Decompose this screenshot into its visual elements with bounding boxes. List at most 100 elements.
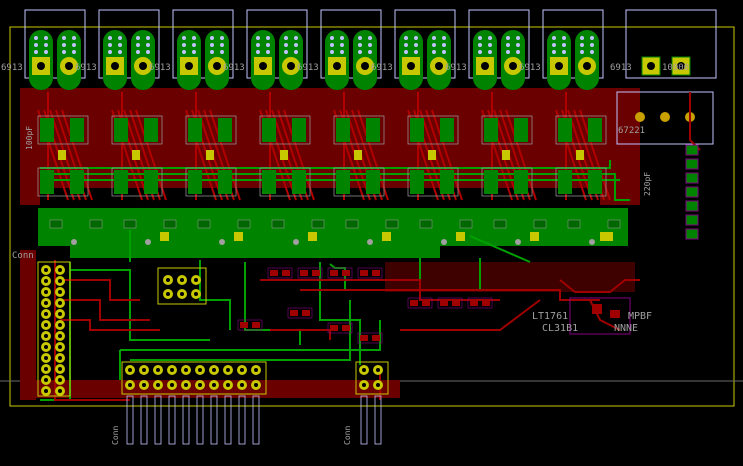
connector-hole (488, 50, 492, 54)
header-drill (362, 368, 366, 372)
connector-outline (394, 9, 456, 79)
pin-body (126, 395, 134, 445)
front-trace (283, 109, 315, 201)
connector-hole (340, 36, 344, 40)
zone-smd-pad (197, 219, 211, 229)
smd-pad (360, 335, 368, 341)
bottom-pin-header[interactable] (121, 361, 267, 445)
connector-hole (210, 43, 214, 47)
testpoint-pad[interactable] (382, 232, 391, 241)
resistor-pad (685, 228, 699, 240)
component-silk (555, 115, 607, 145)
capacitor-pad (262, 170, 276, 194)
connector-outline (246, 9, 308, 79)
connector-outline (98, 9, 160, 79)
zone-smd-pad (385, 219, 399, 229)
connector-drill (361, 62, 369, 70)
connector-hole (442, 36, 446, 40)
header-drill (362, 383, 366, 387)
header-drill (376, 368, 380, 372)
testpoint-pad[interactable] (160, 232, 169, 241)
testpoint-pad[interactable] (308, 232, 317, 241)
header-drill (142, 383, 146, 387)
connector-hole (294, 50, 298, 54)
smd-pad (372, 270, 380, 276)
capacitor-pad (336, 118, 350, 142)
pin-body (154, 395, 162, 445)
header-drill (58, 301, 62, 305)
testpoint-pad[interactable] (456, 232, 465, 241)
smd-pad (482, 300, 490, 306)
connector-hole (580, 50, 584, 54)
connector-ref: 6913 (1, 63, 23, 73)
connector-outline (172, 9, 234, 79)
front-trace (505, 109, 537, 201)
testpoint-pad[interactable] (234, 232, 243, 241)
small-header[interactable] (157, 267, 207, 305)
connector-ref: 6913 (149, 63, 171, 73)
smd-pad (270, 270, 278, 276)
connector-ref: 6913 (371, 63, 393, 73)
resistor-pad (685, 214, 699, 226)
component-silk (333, 115, 385, 145)
connector-hole (340, 50, 344, 54)
capacitor-pad (292, 118, 306, 142)
connector-hole (182, 36, 186, 40)
header-drill (170, 368, 174, 372)
smd-pad (428, 150, 436, 160)
connector-hole (340, 43, 344, 47)
connector-hole (358, 50, 362, 54)
smd-pad (290, 310, 298, 316)
resistor-pad (685, 200, 699, 212)
connector-hole (506, 36, 510, 40)
capacitor-pad (114, 118, 128, 142)
ic-region[interactable]: LT1761 MPBF CL31B1 NNNE (532, 297, 652, 335)
testpoint-pad[interactable] (530, 232, 539, 241)
connector-hole (516, 50, 520, 54)
component-outline (357, 332, 383, 344)
header-drill (194, 278, 198, 282)
header-drill (44, 378, 48, 382)
connector-hole (590, 43, 594, 47)
capacitor-pad (410, 170, 424, 194)
connector-hole (562, 50, 566, 54)
cap-100pf-label: 100pF (25, 126, 34, 150)
connector-hole (34, 50, 38, 54)
bottom-pin-header-2[interactable] (355, 361, 389, 445)
connector-outline (24, 9, 86, 79)
smd-pad (300, 270, 308, 276)
connector-hole (478, 36, 482, 40)
smd-pad (330, 325, 338, 331)
right-connector[interactable]: 6913 10000 (610, 9, 717, 79)
smd-pad (372, 335, 380, 341)
header-drill (180, 292, 184, 296)
header-drill (166, 292, 170, 296)
pin-body (210, 395, 218, 445)
testpoint-pad[interactable] (600, 232, 609, 241)
header-drill (44, 301, 48, 305)
header-drill (180, 278, 184, 282)
connector-hole (506, 50, 510, 54)
smd-pad (360, 270, 368, 276)
smd-pad (240, 322, 248, 328)
capacitor-pad (114, 170, 128, 194)
connector-hole (256, 36, 260, 40)
zone-smd-pad (345, 219, 359, 229)
connector-hole (256, 43, 260, 47)
header-drill (240, 368, 244, 372)
connector-hole (368, 50, 372, 54)
zone-smd-pad (311, 219, 325, 229)
left-pin-header[interactable] (37, 261, 71, 397)
component-silk (259, 115, 311, 145)
ic-label-3: CL31B1 (542, 323, 578, 334)
connector-hole (488, 36, 492, 40)
right-terminal-block[interactable]: 67221 (616, 91, 714, 151)
connector-hole (284, 36, 288, 40)
connector-hole (44, 36, 48, 40)
zone-smd-pad (163, 219, 177, 229)
capacitor-pad (484, 118, 498, 142)
header-drill (156, 383, 160, 387)
via (145, 239, 151, 245)
smd-pad (280, 150, 288, 160)
